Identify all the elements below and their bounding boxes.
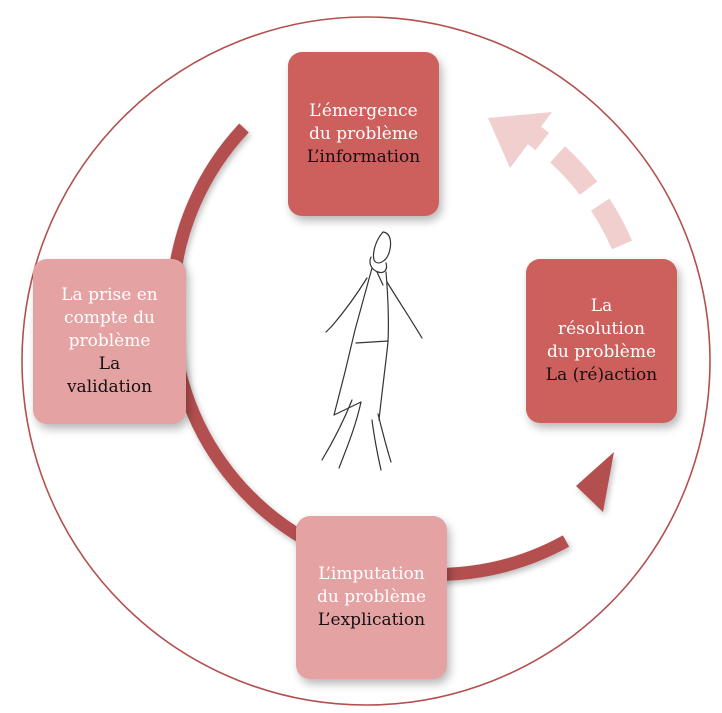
outer-circle [21, 16, 711, 706]
resolution-label: La (ré)action [545, 365, 658, 385]
prise-line-1: La prise en [61, 285, 158, 305]
walking-person-icon [321, 231, 423, 471]
cycle-arrowhead [576, 452, 614, 512]
prise-line-2: compte du [64, 308, 155, 328]
emergence-label: L’information [306, 146, 421, 167]
resolution-line-2: résolution [558, 319, 645, 339]
imputation-line-2: du problème [316, 587, 427, 607]
dashed-arc [524, 124, 633, 250]
emergence-line-2: du problème [308, 123, 419, 144]
step-box-prise: La prise en compte du problème La valida… [33, 259, 186, 424]
resolution-line-1: La [590, 296, 613, 316]
step-box-imputation: L’imputation du problème L’explication [296, 516, 447, 679]
step-box-emergence: L’émergence du problème L’information [288, 52, 439, 216]
imputation-label: L’explication [317, 610, 426, 630]
resolution-line-3: du problème [546, 342, 657, 362]
prise-label-2: validation [66, 377, 153, 397]
emergence-line-1: L’émergence [309, 100, 418, 121]
imputation-line-1: L’imputation [318, 564, 425, 584]
prise-line-3: problème [68, 331, 151, 351]
cycle-arc [165, 123, 570, 581]
prise-label-1: La [98, 354, 121, 374]
dashed-arrowhead [488, 112, 552, 168]
step-box-resolution: La résolution du problème La (ré)action [526, 259, 677, 423]
